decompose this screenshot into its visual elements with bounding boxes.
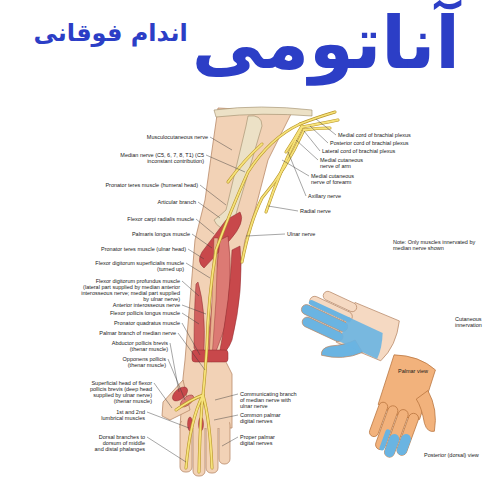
nerve xyxy=(176,112,338,472)
part-label: Pronator teres muscle (humeral head) xyxy=(105,182,198,188)
hand-palmar xyxy=(322,290,358,313)
leader-line xyxy=(168,359,185,400)
part-label: Note: Only muscles innervated by median … xyxy=(393,239,489,251)
nerve xyxy=(228,144,262,182)
part-label: Flexor pollicis longus muscle xyxy=(110,310,180,316)
leader-line xyxy=(288,152,306,196)
part-label: Medial cutaneous nerve of arm xyxy=(320,157,370,169)
nerve xyxy=(176,112,338,472)
leader-line xyxy=(316,119,336,135)
part-label: Abductor pollicis brevis (thenar muscle) xyxy=(100,340,168,352)
muscle xyxy=(170,212,242,431)
part-label: Palmaris longus muscle xyxy=(132,231,190,237)
leader-line xyxy=(182,313,199,324)
nerve xyxy=(242,130,304,262)
bone xyxy=(214,107,312,117)
leader-line xyxy=(178,333,205,370)
title: آناتومی xyxy=(192,4,460,83)
leader-line xyxy=(304,131,320,151)
hand-dorsal xyxy=(379,429,391,451)
hand-dorsal xyxy=(408,388,447,433)
part-label: Pronator teres muscle (ulnar head) xyxy=(101,246,186,252)
part-label: Communicating branch of median nerve wit… xyxy=(240,391,300,409)
leader-line xyxy=(182,305,206,314)
nerve xyxy=(300,112,338,130)
part-label: Posterior cord of brachial plexus xyxy=(330,140,409,146)
leader-line xyxy=(186,263,210,278)
leader-line xyxy=(196,219,214,234)
nerve xyxy=(228,144,262,182)
muscle xyxy=(220,246,241,352)
leader-line xyxy=(188,249,204,259)
leader-line xyxy=(206,155,245,172)
muscle xyxy=(194,282,204,353)
part-label: Pronator quadratus muscle xyxy=(114,320,180,326)
nerve xyxy=(242,130,304,262)
leader-line xyxy=(182,281,199,296)
leader-line xyxy=(198,202,220,218)
leader-line xyxy=(147,437,186,462)
leader-line xyxy=(296,140,318,160)
part-label: Dorsal branches to dorsum of middle and … xyxy=(93,434,145,452)
leader-line xyxy=(182,323,200,355)
leader-line xyxy=(246,234,285,236)
hand-dorsal xyxy=(361,351,456,469)
part-label: Flexor digitorum profundus muscle (later… xyxy=(80,278,180,303)
part-label: 1st and 2nd lumbrical muscles xyxy=(99,409,145,421)
leader-line xyxy=(282,160,309,176)
part-label: Palmar view xyxy=(398,368,428,374)
hand-palmar xyxy=(337,317,388,359)
leader-line xyxy=(147,412,189,428)
part-label: Palmar branch of median nerve xyxy=(99,330,176,336)
part-label: Flexor digitorum superficialis muscle (t… xyxy=(82,260,184,272)
part-label: Medial cutaneous nerve of forearm xyxy=(311,173,363,185)
part-label: Posterior (dorsal) view xyxy=(424,452,479,458)
part-label: Musculocutaneous nerve xyxy=(147,134,208,140)
leader-line xyxy=(192,234,212,248)
nerve xyxy=(286,126,302,152)
hand-palmar xyxy=(287,281,403,380)
part-label: Lateral cord of brachial plexus xyxy=(322,148,395,154)
leader-line xyxy=(154,383,172,408)
nerve xyxy=(300,112,338,130)
part-label: Articular branch xyxy=(157,199,196,205)
part-label: Superficial head of flexor pollicis brev… xyxy=(76,380,152,405)
leader-line xyxy=(310,126,328,143)
nerve xyxy=(176,395,212,472)
leader-line xyxy=(200,185,226,205)
part-label: Median nerve (C5, 6, 7, 8, T1) (C5 incon… xyxy=(118,152,204,164)
nerve xyxy=(176,112,338,472)
part-label: Opponens pollicis (thenar muscle) xyxy=(112,356,166,368)
leader-line xyxy=(210,137,232,150)
muscle xyxy=(192,350,228,362)
leader-line xyxy=(222,437,238,446)
part-label: Medial cord of brachial plexus xyxy=(338,132,411,138)
part-label: Anterior interosseous nerve xyxy=(113,302,180,308)
part-label: Radial nerve xyxy=(300,208,331,214)
subtitle: اندام فوقانی xyxy=(34,20,188,46)
leader-line xyxy=(215,394,238,400)
part-label: Flexor carpi radialis muscle xyxy=(127,216,194,222)
part-label: Common palmar digital nerves xyxy=(240,412,286,424)
part-label: Axillary nerve xyxy=(308,193,341,199)
nerve xyxy=(176,395,212,472)
leader-line xyxy=(268,206,298,211)
part-label: Cutaneous innervation xyxy=(455,316,493,328)
part-label: Ulnar nerve xyxy=(287,231,315,237)
leader-line xyxy=(214,415,238,420)
part-label: Proper palmar digital nerves xyxy=(240,434,286,446)
